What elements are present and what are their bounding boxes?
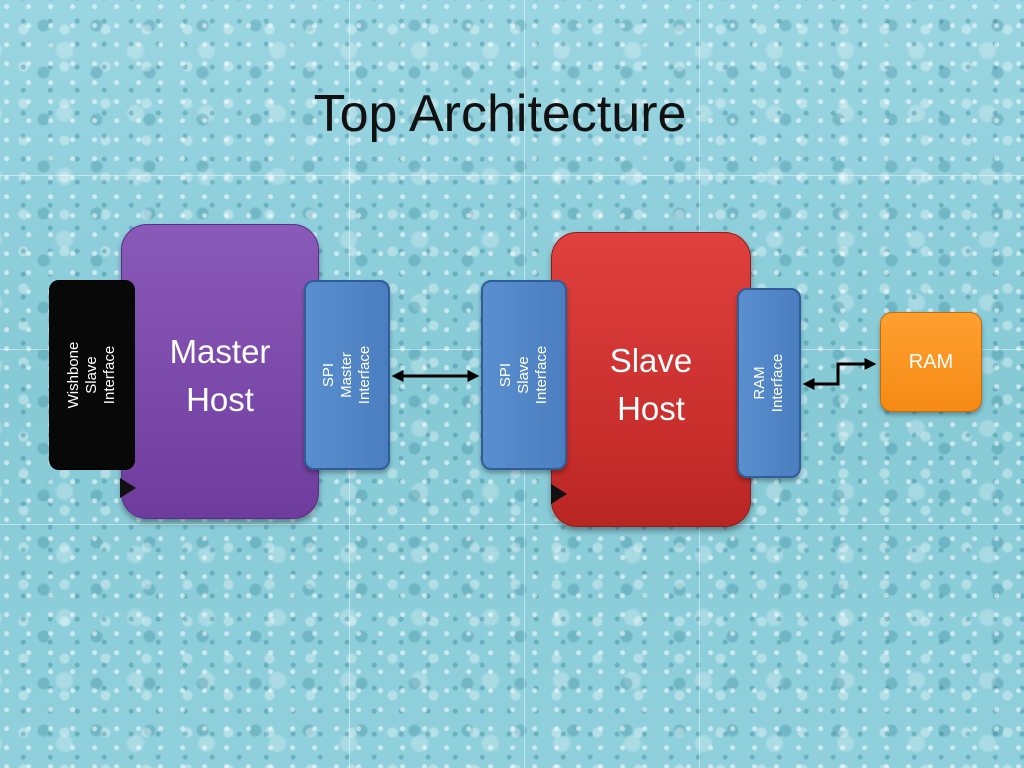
clock-input-triangle-icon xyxy=(551,484,567,504)
master-host-label-line: Host xyxy=(186,381,254,418)
slave-host-label: Slave Host xyxy=(552,337,750,433)
spi-slave-interface-block: SPI Slave Interface xyxy=(481,280,567,470)
grid-line xyxy=(0,524,1024,525)
slide-title: Top Architecture xyxy=(0,84,1000,144)
slave-host-label-line: Host xyxy=(617,390,685,427)
wishbone-slave-interface-block: Wishbone Slave Interface xyxy=(49,280,135,470)
spi-master-interface-block: SPI Master Interface xyxy=(304,280,390,470)
slave-host-label-line: Slave xyxy=(609,342,693,379)
ram-interface-block: RAM Interface xyxy=(737,288,801,478)
slide-title-text: Top Architecture xyxy=(313,85,687,143)
ram-bidirectional-arrow xyxy=(802,358,877,390)
master-host-label-line: Master xyxy=(169,333,271,370)
clock-input-triangle-icon xyxy=(120,478,136,498)
grid-line xyxy=(0,175,1024,176)
ram-block: RAM xyxy=(880,312,982,412)
ram-label: RAM xyxy=(908,351,954,373)
master-host-label: Master Host xyxy=(122,328,318,424)
master-host-block: Master Host xyxy=(121,224,319,519)
